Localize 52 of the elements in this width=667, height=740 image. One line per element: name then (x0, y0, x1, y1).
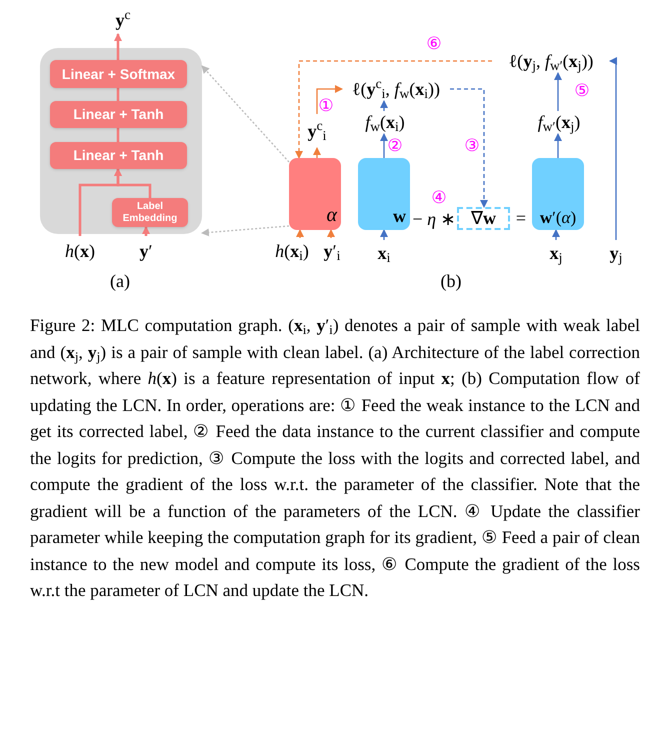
arrow (609, 57, 617, 240)
arrow (380, 133, 388, 158)
connector-line (116, 128, 120, 142)
arrow (114, 33, 122, 60)
arrow (554, 72, 562, 111)
arrow (142, 226, 150, 236)
classifier-box: w (358, 158, 410, 230)
arrow (296, 229, 304, 238)
network-box: α (289, 158, 341, 230)
arrow (313, 147, 321, 158)
step-number: ⑤ (573, 83, 591, 101)
math-label: f$_{w}$(x$_{i}$) (355, 111, 415, 134)
embedding-box: Label Embedding (112, 198, 188, 227)
math-label: x$_{j}$ (542, 240, 570, 266)
layer-box: Linear + Tanh (50, 142, 187, 169)
layer-box: Linear + Softmax (50, 60, 187, 88)
math-label: h(x) (50, 236, 110, 266)
classifier-box: w′(α) (532, 158, 584, 230)
arrow (327, 229, 335, 238)
arrow (295, 60, 492, 159)
layer-box: Linear + Tanh (50, 101, 187, 128)
math-label: h(x$_{i}$) (266, 238, 318, 264)
arrow (554, 133, 562, 158)
connector-line (116, 88, 120, 101)
math-label: x$_{i}$ (370, 240, 398, 266)
network-panel (40, 48, 202, 234)
arrow (316, 85, 343, 114)
math-label: ℓ(y$_{j}$, f$_{w′}$(x$_{j}$)) (492, 49, 610, 73)
math-label: f$_{w′}$(x$_{j}$) (526, 111, 592, 134)
arrow (201, 65, 290, 162)
math-label: y′ (130, 236, 162, 266)
panel-label: (a) (109, 270, 131, 293)
arrow (380, 229, 388, 240)
panel-label: (b) (440, 270, 462, 293)
step-number: ① (317, 98, 335, 116)
math-label: y$^{c}$ (106, 6, 140, 34)
arrow (552, 229, 560, 240)
step-number: ⑥ (425, 36, 443, 54)
caption-text: Figure 2: MLC computation graph. (x$_{i}$, y′$_{i}$) denotes a pair of sample with weak label and (x$_{j}$, y$_{j}$) is a pair of sample with clean label. (a) Architecture of the label correction network, where h(x) is a feature representation of input x; (b) Computation flow of updating the LCN. In order, operations are: ① Feed the weak instance to the LCN and get its corrected label, ② Feed the data instance to the current classifier and compute the logits for prediction, ③ Compute the loss with the logits and corrected label, and compute the gradient of the loss w.r.t. the parameter of the classifier. Note that the gradient will be a function of the parameters of the LCN. ④ Update the classifier parameter while keeping the computation graph for its gradient, ⑤ Feed a pair of clean instance to the new model and compute its loss, ⑥ Compute the gradient of the loss w.r.t the parameter of LCN and update the LCN. (30, 314, 640, 602)
gradient-box: ∇w (457, 207, 510, 230)
math-label: y$_{j}$ (603, 240, 629, 266)
operator-text: = (514, 206, 528, 230)
step-number: ④ (430, 190, 448, 208)
step-number: ③ (463, 138, 481, 156)
arrow (114, 168, 152, 198)
arrow (380, 100, 388, 111)
operator-text: − η ∗ (411, 208, 457, 230)
arrow (201, 225, 290, 236)
math-label: ℓ(y$^{c}$$_{i}$, f$_{w}$(x$_{i}$)) (342, 77, 450, 101)
arrow (450, 88, 488, 208)
math-label: y′$_{i}$ (320, 238, 344, 264)
step-number: ② (386, 138, 404, 156)
